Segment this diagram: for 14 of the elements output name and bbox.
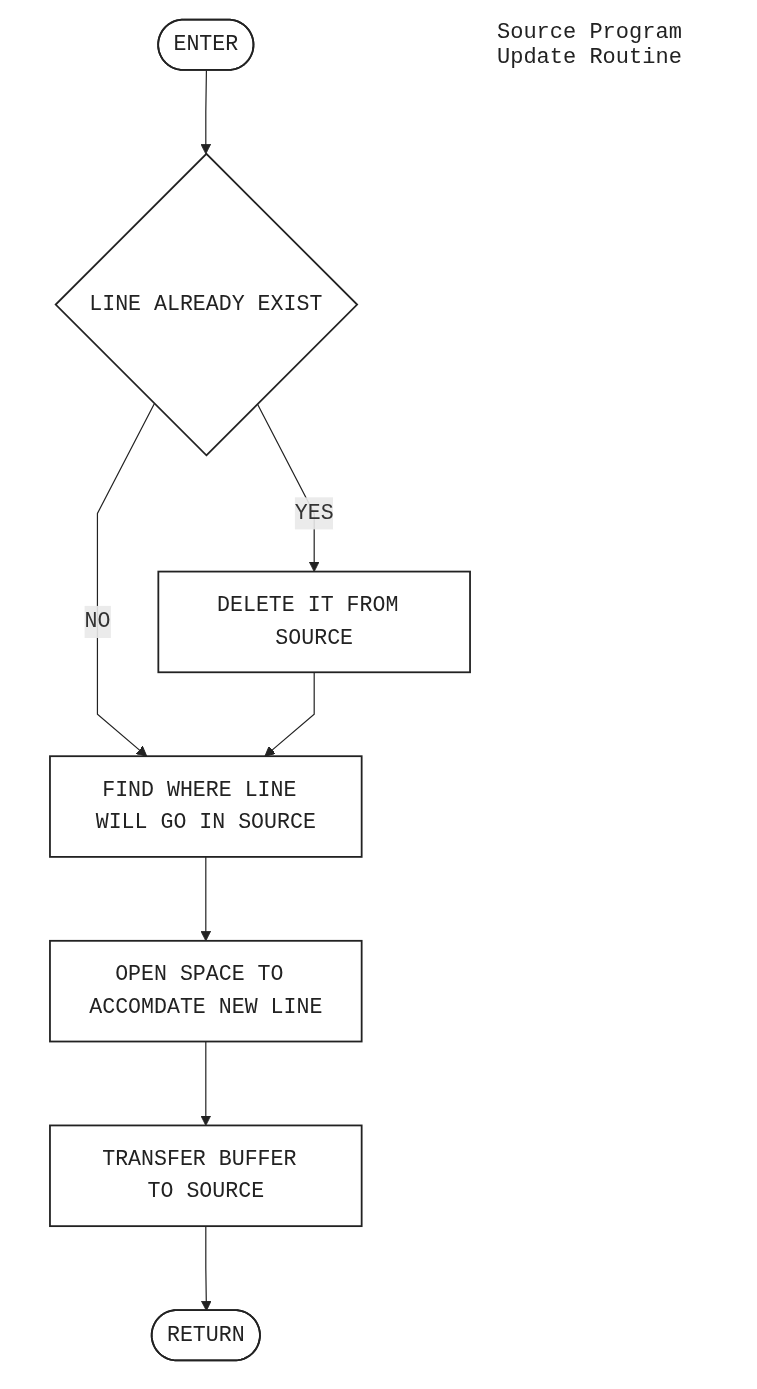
node-box: DELETE IT FROM SOURCE xyxy=(157,570,471,674)
arrow xyxy=(200,1040,212,1126)
edge-label: NO xyxy=(84,609,111,634)
edge-label: YES xyxy=(294,500,334,525)
node-box: FIND WHERE LINE WILL GO IN SOURCE xyxy=(49,755,363,858)
arrow xyxy=(200,69,212,155)
arrow xyxy=(264,671,315,757)
node-box: TRANSFER BUFFER TO SOURCE xyxy=(49,1124,363,1228)
node-diamond: LINE ALREADY EXIST xyxy=(54,152,359,457)
arrow xyxy=(96,403,155,757)
diagram-title: Source Program Update Routine xyxy=(497,20,683,70)
arrow xyxy=(201,1225,212,1312)
node-box: OPEN SPACE TO ACCOMDATE NEW LINE xyxy=(49,939,363,1043)
arrow xyxy=(200,856,212,942)
